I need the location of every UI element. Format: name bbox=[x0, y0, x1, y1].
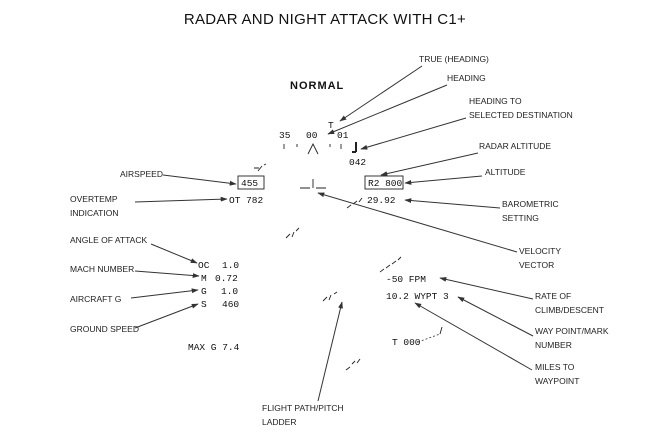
waypoint-value: 10.2 WYPT 3 bbox=[386, 291, 449, 302]
arrow-overtemp bbox=[134, 196, 228, 203]
heading-right-value: 01 bbox=[337, 130, 349, 141]
label-flight-path-2: LADDER bbox=[262, 417, 296, 427]
label-airspeed: AIRSPEED bbox=[120, 169, 163, 179]
g-value: 1.0 bbox=[221, 286, 238, 297]
velocity-vector-symbol bbox=[300, 179, 326, 189]
arrow-waypoint bbox=[457, 296, 534, 337]
label-roc-2: CLIMB/DESCENT bbox=[535, 305, 604, 315]
max-g-value: MAX G 7.4 bbox=[188, 342, 240, 353]
label-radar-altitude: RADAR ALTITUDE bbox=[479, 141, 551, 151]
label-velocity-2: VECTOR bbox=[519, 260, 554, 270]
label-true-heading: TRUE (HEADING) bbox=[419, 54, 489, 64]
label-altitude: ALTITUDE bbox=[485, 167, 526, 177]
airspeed-ladder-mark bbox=[254, 163, 267, 172]
label-overtemp-1: OVERTEMP bbox=[70, 194, 118, 204]
mode-indicator: NORMAL bbox=[290, 80, 344, 92]
right-data-block: -50 FPM 10.2 WYPT 3 T 000 bbox=[322, 256, 449, 371]
ladder-end-tick bbox=[439, 326, 443, 335]
pitch-ladder-left-lower bbox=[322, 291, 338, 302]
arrow-heading-to-dest bbox=[360, 117, 467, 150]
heading-tape: 35 00 01 T 042 bbox=[279, 120, 366, 168]
altitude-box bbox=[364, 175, 404, 190]
ladder-dashed-line bbox=[417, 333, 441, 343]
true-heading-marker: T bbox=[328, 120, 334, 131]
aoa-symbol: OC bbox=[198, 260, 210, 271]
arrow-aoa bbox=[150, 243, 198, 264]
arrow-barometric bbox=[404, 198, 501, 209]
arrow-aircraft-g bbox=[130, 288, 199, 299]
label-waypoint-1: WAY POINT/MARK bbox=[535, 326, 609, 336]
callout-arrows bbox=[130, 65, 534, 402]
label-roc-1: RATE OF bbox=[535, 291, 571, 301]
arrow-altitude bbox=[404, 175, 483, 185]
airspeed-group: 455 OT 782 bbox=[229, 163, 267, 206]
airspeed-value: 455 bbox=[241, 178, 258, 189]
label-miles-1: MILES TO bbox=[535, 362, 575, 372]
aoa-value: 1.0 bbox=[222, 260, 239, 271]
label-barometric-2: SETTING bbox=[502, 213, 539, 223]
label-barometric-1: BAROMETRIC bbox=[502, 199, 559, 209]
heading-caret bbox=[307, 142, 319, 155]
baro-value: 29.92 bbox=[367, 195, 396, 206]
altitude-group: R2 800 29.92 bbox=[346, 175, 404, 209]
overtemp-value: OT 782 bbox=[229, 195, 264, 206]
label-ground-speed: GROUND SPEED bbox=[70, 324, 139, 334]
rate-of-climb-value: -50 FPM bbox=[386, 274, 426, 285]
arrow-heading bbox=[327, 84, 448, 135]
pitch-ladder-right-upper bbox=[379, 256, 402, 273]
label-waypoint-2: NUMBER bbox=[535, 340, 572, 350]
heading-left-value: 35 bbox=[279, 130, 291, 141]
destination-heading-marker bbox=[352, 142, 357, 153]
label-heading: HEADING bbox=[447, 73, 486, 83]
g-symbol: G bbox=[201, 286, 207, 297]
arrow-velocity-vector bbox=[317, 192, 518, 253]
label-heading-to-dest-2: SELECTED DESTINATION bbox=[469, 110, 573, 120]
label-flight-path-1: FLIGHT PATH/PITCH bbox=[262, 403, 344, 413]
heading-center-value: 00 bbox=[306, 130, 318, 141]
label-heading-to-dest-1: HEADING TO bbox=[469, 96, 522, 106]
label-mach: MACH NUMBER bbox=[70, 264, 134, 274]
label-aoa: ANGLE OF ATTACK bbox=[70, 235, 147, 245]
arrow-ground-speed bbox=[134, 303, 199, 329]
label-overtemp-2: INDICATION bbox=[70, 208, 118, 218]
mach-symbol: M bbox=[201, 273, 207, 284]
label-miles-2: WAYPOINT bbox=[535, 376, 579, 386]
ladder-heading-value: T 000 bbox=[392, 337, 421, 348]
destination-heading-value: 042 bbox=[349, 157, 366, 168]
ground-speed-value: 460 bbox=[222, 299, 239, 310]
arrow-mach bbox=[134, 270, 200, 278]
altitude-ladder-mark bbox=[346, 197, 363, 209]
label-aircraft-g: AIRCRAFT G bbox=[70, 294, 121, 304]
arrow-true-heading bbox=[339, 65, 423, 122]
arrow-airspeed bbox=[162, 174, 237, 186]
pitch-ladder-right-lower bbox=[345, 358, 361, 371]
arrow-rate-of-climb bbox=[439, 276, 534, 300]
arrow-miles bbox=[414, 302, 533, 371]
arrow-flight-path bbox=[317, 301, 343, 402]
label-velocity-1: VELOCITY bbox=[519, 246, 561, 256]
altitude-value: R2 800 bbox=[368, 178, 403, 189]
mach-value: 0.72 bbox=[215, 273, 238, 284]
airspeed-box bbox=[237, 175, 265, 190]
left-data-block: OC 1.0 M 0.72 G 1.0 S 460 MAX G 7.4 bbox=[188, 260, 240, 353]
pitch-ladder-left-mark bbox=[285, 227, 300, 239]
page-title: RADAR AND NIGHT ATTACK WITH C1+ bbox=[184, 11, 466, 28]
callout-labels: TRUE (HEADING) HEADING HEADING TO SELECT… bbox=[70, 54, 609, 427]
arrow-radar-altitude bbox=[380, 152, 479, 176]
ground-speed-symbol: S bbox=[201, 299, 207, 310]
